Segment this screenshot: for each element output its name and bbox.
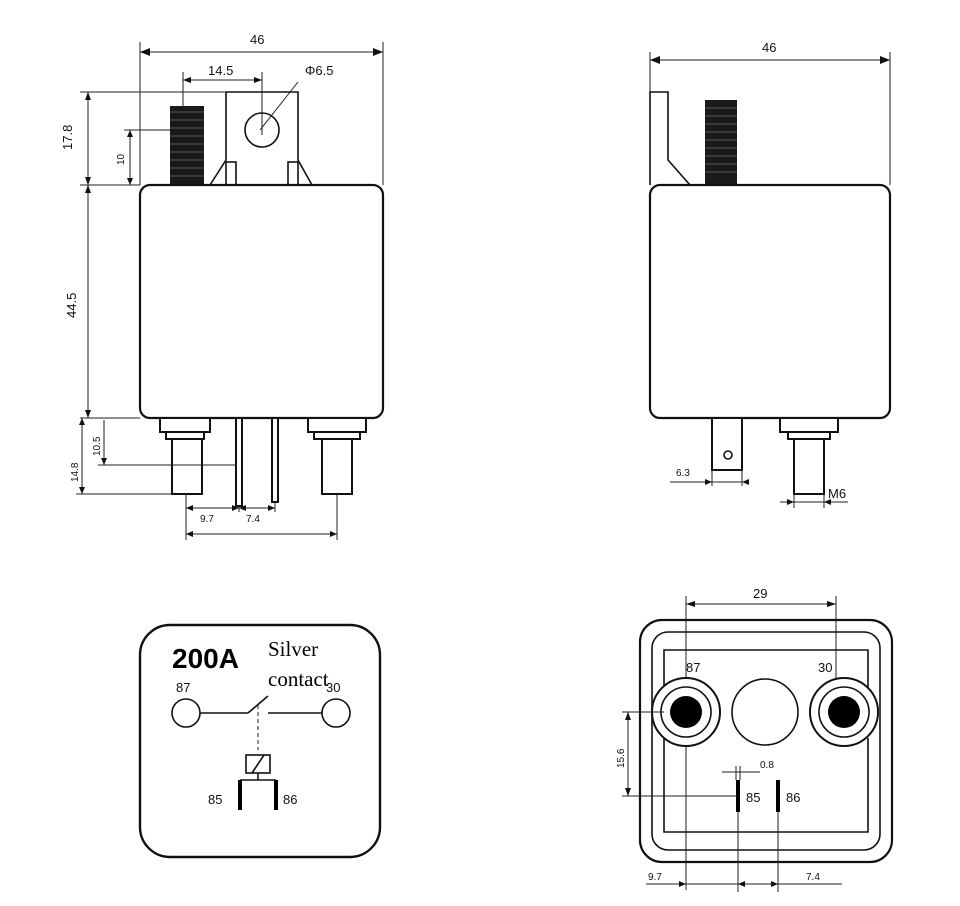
- bottom-pin-86: 86: [786, 790, 800, 805]
- front-stud-height-label: 10: [116, 153, 127, 165]
- bottom-view: 29 87 30 85 86 0.8 15.6 9.7: [616, 586, 894, 892]
- front-spacing-a-label: 9.7: [200, 514, 214, 525]
- side-terminal-width-label: 6.3: [676, 468, 690, 479]
- mounting-hole: [244, 112, 280, 148]
- bottom-gap-label: 0.8: [760, 760, 774, 771]
- mounting-bracket: [209, 91, 313, 186]
- bottom-outer-frame: [638, 618, 894, 864]
- front-spacing-b-label: 7.4: [246, 514, 260, 525]
- contact-label-line2: contact: [268, 667, 329, 691]
- schematic: 200A Silver contact 87 30 85 86: [138, 623, 382, 859]
- side-width-label: 46: [762, 40, 776, 55]
- stud-30-hole: [828, 696, 860, 728]
- schematic-pin-87: 87: [176, 680, 190, 695]
- front-width-label: 46: [250, 32, 264, 47]
- contact-label-line1: Silver: [268, 637, 318, 661]
- center-boss: [731, 678, 799, 746]
- front-pin-len-label: 14.8: [70, 462, 81, 482]
- front-body-height-label: 44.5: [64, 293, 79, 318]
- front-view: 46 14.5 Φ6.5 17.8 10 44.5: [60, 32, 385, 540]
- bottom-stud-spacing-label: 29: [753, 586, 767, 601]
- schematic-frame: [138, 623, 382, 859]
- side-view: 46 6.3 M6: [648, 40, 892, 508]
- bottom-offset-b-label: 7.4: [806, 872, 820, 883]
- schematic-pin-86: 86: [283, 792, 297, 807]
- front-tab-height-label: 17.8: [60, 125, 75, 150]
- front-pin-inner-label: 10.5: [92, 436, 103, 456]
- bottom-pin-85: 85: [746, 790, 760, 805]
- rating-label: 200A: [172, 643, 239, 674]
- front-hole-dia-label: Φ6.5: [305, 63, 333, 78]
- side-relay-body: [648, 183, 892, 420]
- schematic-pin-85: 85: [208, 792, 222, 807]
- bottom-depth-label: 15.6: [616, 748, 627, 768]
- front-relay-body: [138, 183, 385, 420]
- schematic-pin-30: 30: [326, 680, 340, 695]
- threaded-stud: [170, 106, 204, 186]
- side-stud-thread-label: M6: [828, 486, 846, 501]
- stud-87-hole: [670, 696, 702, 728]
- front-tab-offset-label: 14.5: [208, 63, 233, 78]
- side-threaded-stud: [705, 100, 737, 184]
- bottom-pin-87: 87: [686, 660, 700, 675]
- bottom-pin-30: 30: [818, 660, 832, 675]
- bottom-offset-a-label: 9.7: [648, 872, 662, 883]
